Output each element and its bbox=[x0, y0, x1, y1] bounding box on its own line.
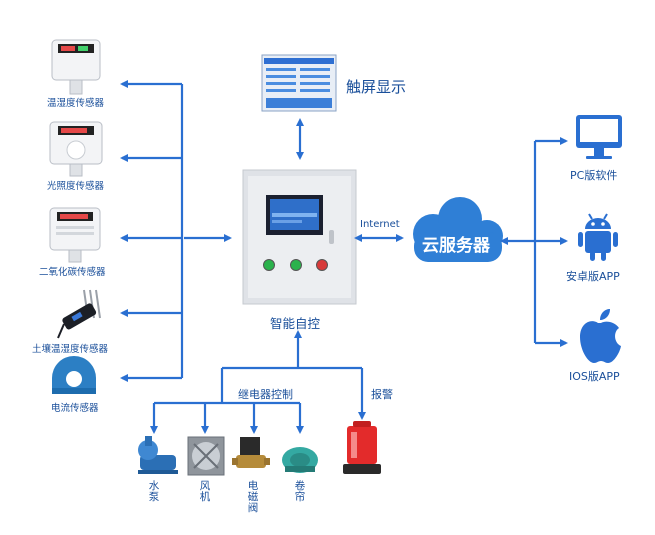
relay-label: 继电器控制 bbox=[238, 388, 293, 401]
alarm-label: 报警 bbox=[371, 388, 393, 401]
actuator-label-fan: 风机 bbox=[199, 480, 211, 503]
actuator-label-valve: 电磁阀 bbox=[247, 480, 259, 514]
sensor-label-soil: 土壤温湿度传感器 bbox=[32, 344, 109, 355]
control-cabinet-icon bbox=[242, 169, 357, 305]
cloud-label: 云服务器 bbox=[422, 236, 490, 256]
pc-icon bbox=[576, 115, 622, 159]
sensor-label-temp-humidity: 温湿度传感器 bbox=[47, 98, 105, 109]
output-connectors bbox=[150, 330, 366, 434]
co2-sensor-icon bbox=[49, 207, 101, 263]
current-sensor-icon bbox=[52, 356, 96, 394]
sensor-label-co2: 二氧化碳传感器 bbox=[39, 267, 106, 278]
temp-humidity-sensor-icon bbox=[51, 39, 101, 95]
apple-icon bbox=[580, 309, 621, 363]
internet-label: Internet bbox=[360, 219, 400, 230]
actuator-label-pump: 水泵 bbox=[148, 480, 160, 503]
cloud-icon bbox=[413, 197, 503, 262]
soil-sensor-icon bbox=[57, 289, 101, 339]
fan-icon bbox=[187, 436, 225, 476]
touchscreen-label: 触屏显示 bbox=[346, 78, 407, 96]
sensor-label-light: 光照度传感器 bbox=[47, 181, 105, 192]
roller-shutter-icon bbox=[282, 447, 318, 473]
actuator-label-shutter: 卷帘 bbox=[294, 480, 306, 503]
client-label-android: 安卓版APP bbox=[566, 270, 620, 283]
water-pump-icon bbox=[138, 436, 178, 474]
client-label-pc: PC版软件 bbox=[570, 169, 618, 182]
android-icon bbox=[578, 213, 618, 261]
sensor-connectors bbox=[120, 80, 232, 382]
solenoid-valve-icon bbox=[232, 437, 270, 468]
sensor-label-current: 电流传感器 bbox=[51, 403, 99, 414]
light-sensor-icon bbox=[49, 121, 103, 177]
client-connectors bbox=[500, 137, 568, 347]
alarm-light-icon bbox=[343, 421, 381, 474]
controller-label: 智能自控 bbox=[270, 316, 321, 331]
client-label-ios: IOS版APP bbox=[569, 370, 620, 383]
touchscreen-icon bbox=[261, 54, 337, 112]
